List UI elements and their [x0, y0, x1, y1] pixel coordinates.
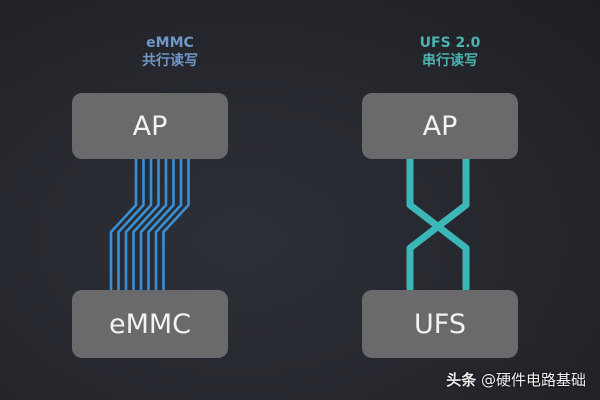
- ufs-ap-box: AP: [362, 93, 518, 159]
- emmc-storage-box: eMMC: [72, 290, 228, 358]
- emmc-title-text: eMMC: [146, 35, 194, 51]
- watermark-handle: @硬件电路基础: [480, 371, 586, 389]
- ufs-title-text: UFS 2.0: [419, 35, 481, 51]
- emmc-ap-box: AP: [72, 93, 228, 159]
- ufs-label: UFS: [414, 308, 466, 340]
- emmc-parallel-bus: [109, 158, 190, 292]
- ufs-serial-lanes: [406, 158, 470, 292]
- watermark: 头条 @硬件电路基础: [446, 369, 586, 390]
- emmc-title: eMMC 共行读写: [100, 34, 240, 70]
- ufs-title: UFS 2.0 串行读写: [380, 34, 520, 70]
- ufs-subtitle: 串行读写: [422, 53, 478, 69]
- emmc-label: eMMC: [108, 308, 192, 340]
- watermark-brand: 头条: [446, 371, 477, 389]
- emmc-subtitle: 共行读写: [142, 53, 198, 69]
- ufs-storage-box: UFS: [362, 290, 518, 358]
- ap-label: AP: [422, 110, 458, 142]
- ap-label: AP: [132, 110, 168, 142]
